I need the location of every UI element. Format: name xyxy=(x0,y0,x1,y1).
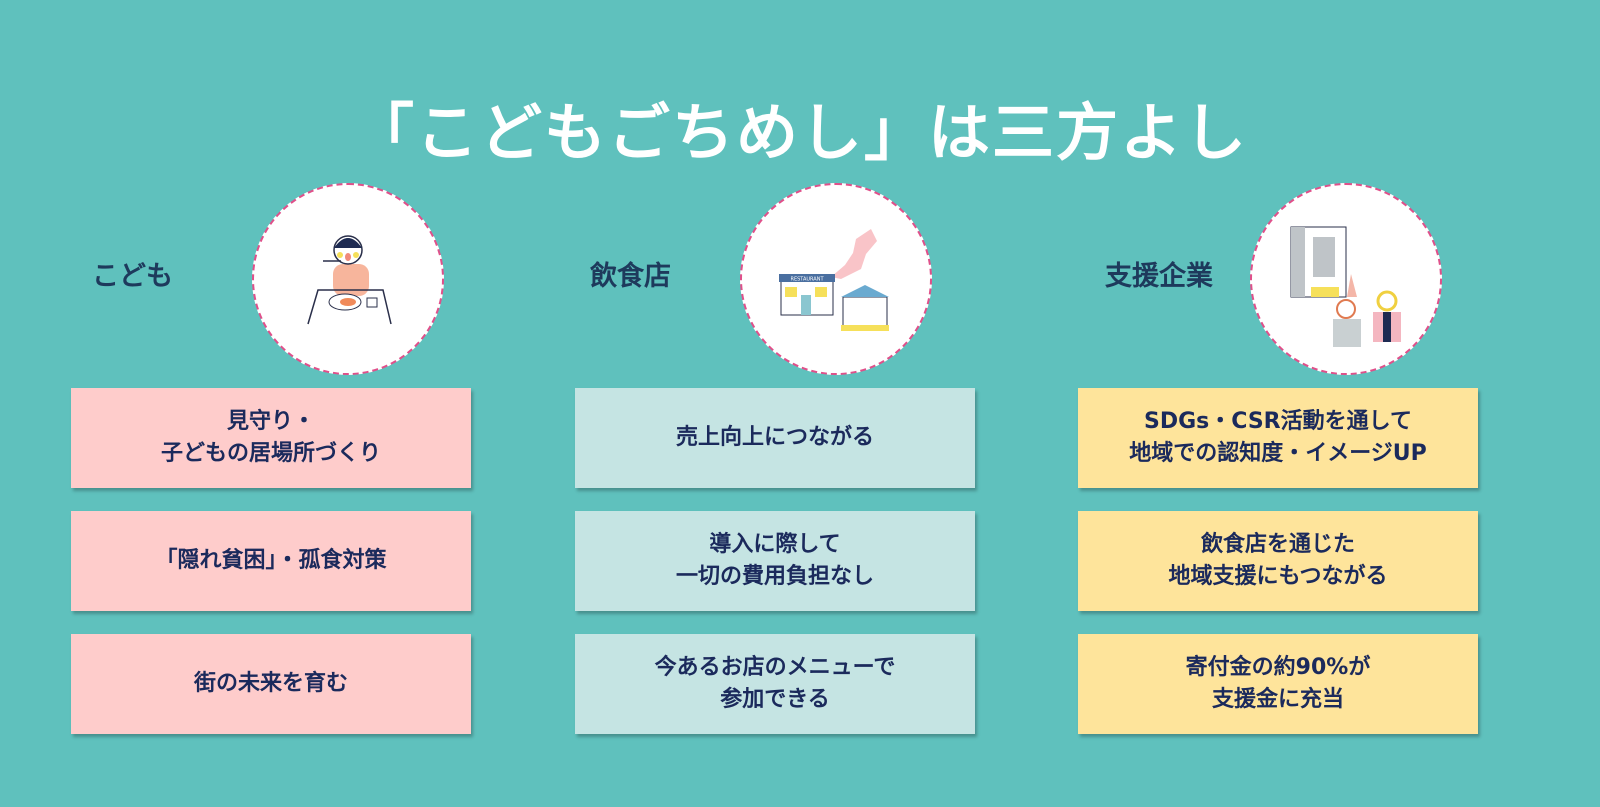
column-label-child: こども xyxy=(92,261,173,292)
restaurant-benefit-2: 導入に際して 一切の費用負担なし xyxy=(575,511,975,611)
restaurant-benefit-1: 売上向上につながる xyxy=(575,388,975,488)
child-eating-illustration-icon xyxy=(252,183,444,375)
page-title: 「こどもごちめし」は三方よし xyxy=(351,96,1248,169)
restaurant-sign: RESTAURANT xyxy=(790,277,824,283)
company-benefit-1: SDGs・CSR活動を通して 地域での認知度・イメージUP xyxy=(1078,388,1478,488)
column-label-company: 支援企業 xyxy=(1105,261,1213,292)
company-benefit-2: 飲食店を通じた 地域支援にもつながる xyxy=(1078,511,1478,611)
child-benefit-3: 街の未来を育む xyxy=(71,634,471,734)
restaurant-benefit-3: 今あるお店のメニューで 参加できる xyxy=(575,634,975,734)
column-label-restaurant: 飲食店 xyxy=(590,261,671,292)
company-people-illustration-icon xyxy=(1250,183,1442,375)
restaurant-japan-map-illustration-icon: RESTAURANT xyxy=(740,183,932,375)
child-benefit-2: 「隠れ貧困」・孤食対策 xyxy=(71,511,471,611)
child-benefit-1: 見守り・ 子どもの居場所づくり xyxy=(71,388,471,488)
company-benefit-3: 寄付金の約90%が 支援金に充当 xyxy=(1078,634,1478,734)
